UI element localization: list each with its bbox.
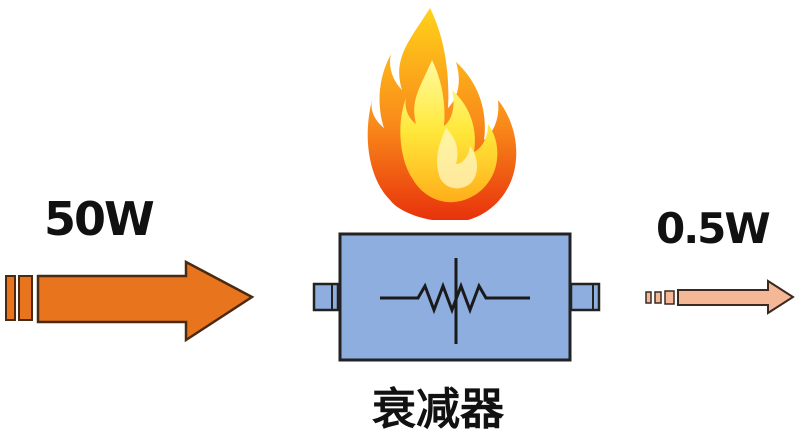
- output-arrow-tick: [645, 291, 652, 304]
- output-arrow-tick: [654, 291, 662, 304]
- right-connector: [569, 282, 601, 312]
- resistor-zigzag: [380, 281, 530, 315]
- input-arrow-tick: [5, 275, 16, 321]
- output-arrow: [645, 279, 795, 315]
- flame-icon: [367, 8, 517, 220]
- input-arrow-body: [36, 259, 255, 343]
- output-arrow-body: [677, 279, 795, 315]
- attenuator-device: [312, 232, 601, 362]
- input-arrow: [5, 259, 255, 343]
- device-name-label: 衰减器: [372, 384, 504, 435]
- output-power-label: 0.5W: [656, 204, 771, 253]
- input-arrow-tick: [18, 275, 33, 321]
- output-arrow-tick: [664, 290, 675, 305]
- resistor-symbol: [380, 258, 530, 344]
- left-connector: [312, 282, 340, 312]
- input-power-label: 50W: [44, 192, 155, 246]
- flame-core: [437, 128, 478, 189]
